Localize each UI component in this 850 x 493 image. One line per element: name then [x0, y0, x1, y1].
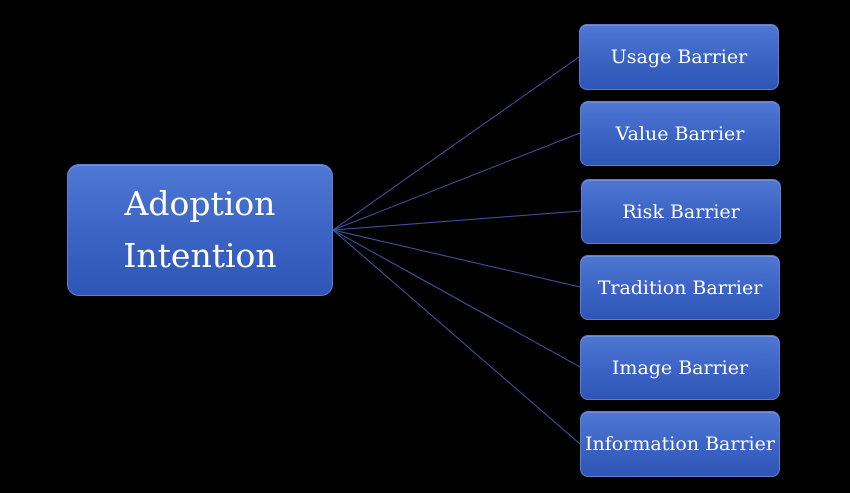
leaf-node-image-barrier: Image Barrier	[580, 335, 780, 400]
leaf-node-information-barrier: Information Barrier	[580, 411, 780, 477]
connector-value-barrier	[332, 132, 581, 231]
connector-risk-barrier	[332, 210, 582, 231]
leaf-node-usage-barrier: Usage Barrier	[579, 24, 779, 90]
leaf-node-label: Tradition Barrier	[597, 276, 763, 299]
leaf-node-tradition-barrier: Tradition Barrier	[580, 255, 780, 320]
leaf-node-label: Usage Barrier	[610, 46, 748, 68]
leaf-node-label: Value Barrier	[615, 122, 745, 145]
leaf-node-value-barrier: Value Barrier	[580, 101, 780, 166]
leaf-node-risk-barrier: Risk Barrier	[581, 179, 781, 244]
leaf-node-label: Image Barrier	[611, 356, 749, 379]
connector-tradition-barrier	[332, 229, 581, 288]
connector-usage-barrier	[332, 56, 580, 231]
root-node-label-line2: Intention	[123, 236, 277, 275]
connector-image-barrier	[332, 229, 581, 368]
connector-information-barrier	[332, 229, 581, 445]
root-node-adoption-intention: Adoption Intention	[67, 164, 333, 296]
root-node-label: Adoption Intention	[123, 178, 276, 282]
leaf-node-label: Information Barrier	[585, 433, 775, 455]
root-node-label-line1: Adoption	[124, 184, 276, 223]
leaf-node-label: Risk Barrier	[622, 200, 740, 223]
